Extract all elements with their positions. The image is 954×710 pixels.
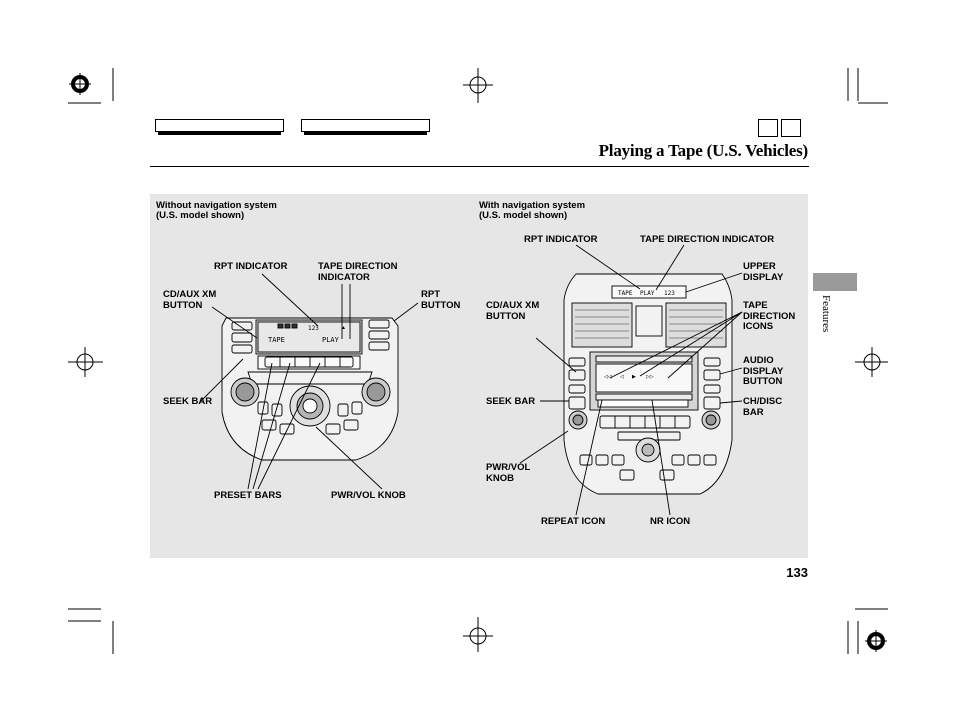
title-rule: [150, 166, 809, 167]
svg-text:TAPE: TAPE: [268, 336, 285, 344]
label-rpt-button-left: RPT BUTTON: [421, 289, 461, 311]
svg-text:123: 123: [664, 290, 675, 297]
label-tape-direction-icons: TAPE DIRECTION ICONS: [743, 300, 796, 332]
label-tape-direction-indicator-right: TAPE DIRECTION INDICATOR: [640, 234, 775, 245]
label-audio-display-button: AUDIO DISPLAY BUTTON: [743, 355, 784, 387]
registration-target-icon: [865, 630, 887, 652]
label-pwr-vol-knob-left: PWR/VOL KNOB: [331, 490, 406, 501]
nav-forward-button[interactable]: [781, 119, 801, 137]
label-tape-direction-indicator-left: TAPE DIRECTION INDICATOR: [318, 261, 398, 283]
label-rpt-indicator-right: RPT INDICATOR: [524, 234, 598, 245]
svg-text:◁◁: ◁◁: [604, 374, 612, 380]
registration-target-icon: [69, 73, 91, 95]
svg-text:▷▷: ▷▷: [646, 374, 654, 380]
svg-text:▲: ▲: [341, 325, 346, 331]
label-repeat-icon: REPEAT ICON: [541, 516, 606, 527]
right-audio-unit: TAPE PLAY 123 ◁◁ ◁ ▶ ▷▷: [563, 273, 733, 495]
svg-text:PLAY: PLAY: [640, 290, 655, 297]
left-audio-unit: 123 TAPE PLAY ▲: [221, 317, 399, 461]
label-upper-display: UPPER DISPLAY: [743, 261, 784, 283]
label-preset-bars: PRESET BARS: [214, 490, 282, 501]
svg-text:123: 123: [308, 325, 319, 332]
label-rpt-indicator-left: RPT INDICATOR: [214, 261, 288, 272]
svg-text:TAPE: TAPE: [618, 290, 633, 297]
nav-back-button[interactable]: [758, 119, 778, 137]
page-title: Playing a Tape (U.S. Vehicles): [598, 141, 809, 160]
label-nr-icon: NR ICON: [650, 516, 691, 527]
nav-box-table-of-contents[interactable]: [301, 119, 430, 135]
svg-text:◁: ◁: [620, 374, 624, 380]
label-cd-aux-button-left: CD/AUX XM BUTTON: [163, 289, 217, 311]
section-tab-marker[interactable]: [813, 273, 857, 291]
right-figure-header: With navigation system (U.S. model shown…: [479, 200, 586, 221]
page-number: 133: [786, 565, 808, 580]
svg-text:PLAY: PLAY: [322, 336, 340, 344]
label-cd-aux-button-right: CD/AUX XM BUTTON: [486, 300, 540, 322]
nav-box-main-menu[interactable]: [155, 119, 284, 135]
left-figure-header: Without navigation system (U.S. model sh…: [156, 200, 277, 221]
label-seek-bar-left: SEEK BAR: [163, 396, 213, 407]
label-pwr-vol-knob-right: PWR/VOL KNOB: [486, 462, 531, 484]
label-ch-disc-bar: CH/DISC BAR: [743, 396, 783, 418]
label-seek-bar-right: SEEK BAR: [486, 396, 536, 407]
svg-text:▶: ▶: [632, 374, 636, 380]
